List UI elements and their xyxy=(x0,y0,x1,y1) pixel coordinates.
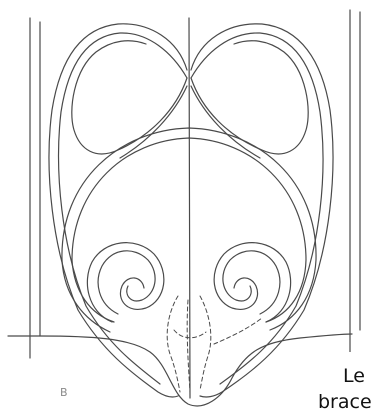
left-spiral xyxy=(87,243,164,322)
figure-label: B xyxy=(60,386,68,399)
center-axis xyxy=(189,18,190,398)
caption-line-1: Le xyxy=(343,365,365,387)
caption-line-2: brace xyxy=(318,391,377,413)
dashed-lower-detail xyxy=(167,296,262,392)
right-upper-loop xyxy=(191,24,333,397)
right-spiral xyxy=(214,243,291,322)
